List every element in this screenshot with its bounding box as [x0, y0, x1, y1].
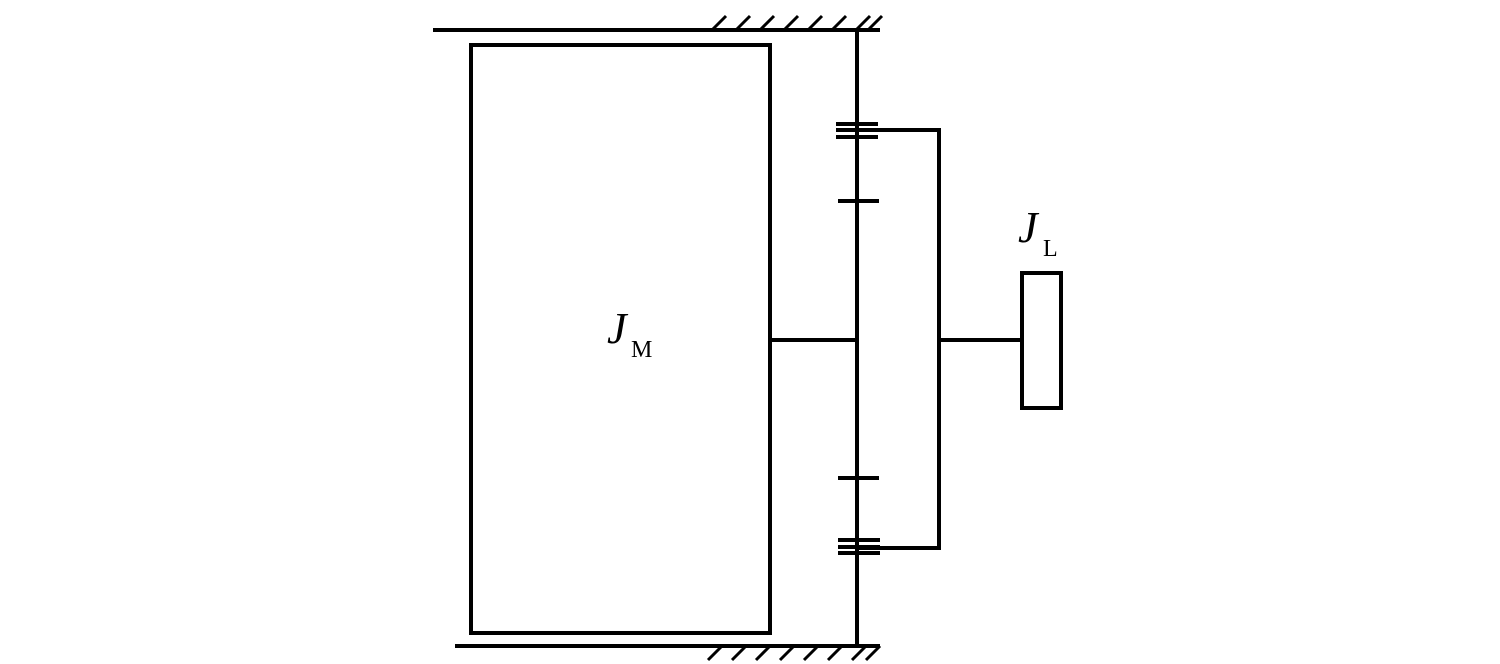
- load-inertia-label: J: [1018, 203, 1040, 252]
- top-ground-hatch: [710, 14, 884, 32]
- load-inertia-subscript: L: [1043, 236, 1058, 262]
- planet-carrier: [857, 128, 941, 550]
- load-inertia-block: [1020, 271, 1063, 410]
- bottom-ground-hatch: [706, 644, 882, 662]
- motor-inertia-subscript: M: [631, 337, 652, 363]
- motor-inertia-label: J: [607, 304, 629, 353]
